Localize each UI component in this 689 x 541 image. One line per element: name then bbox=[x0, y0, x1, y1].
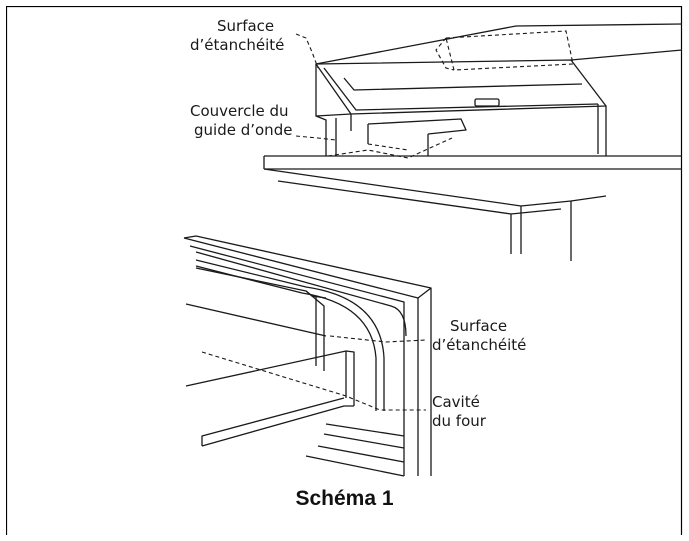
label-top-seal-line2: d’étanchéité bbox=[190, 36, 285, 54]
figure-frame: Surface d’étanchéité Couvercle du guide … bbox=[6, 6, 683, 541]
frame-border bbox=[6, 6, 683, 535]
hidden-outlines-bottom bbox=[201, 335, 427, 411]
label-bottom-seal-line2: d’étanchéité bbox=[432, 336, 527, 354]
label-cavity-line1: Cavité bbox=[432, 393, 480, 411]
label-waveguide-line2: guide d’onde bbox=[194, 121, 293, 139]
label-bottom-seal-line1: Surface bbox=[450, 317, 508, 335]
bottom-oven-view bbox=[183, 235, 432, 477]
label-waveguide-line1: Couvercle du bbox=[190, 102, 289, 120]
label-cavity-line2: du four bbox=[432, 412, 486, 430]
figure-caption: Schéma 1 bbox=[295, 487, 394, 510]
oven-diagram bbox=[6, 6, 683, 535]
label-top-seal-line1: Surface bbox=[217, 17, 275, 35]
top-oven-view bbox=[263, 23, 683, 261]
hidden-outlines-top bbox=[295, 30, 574, 159]
